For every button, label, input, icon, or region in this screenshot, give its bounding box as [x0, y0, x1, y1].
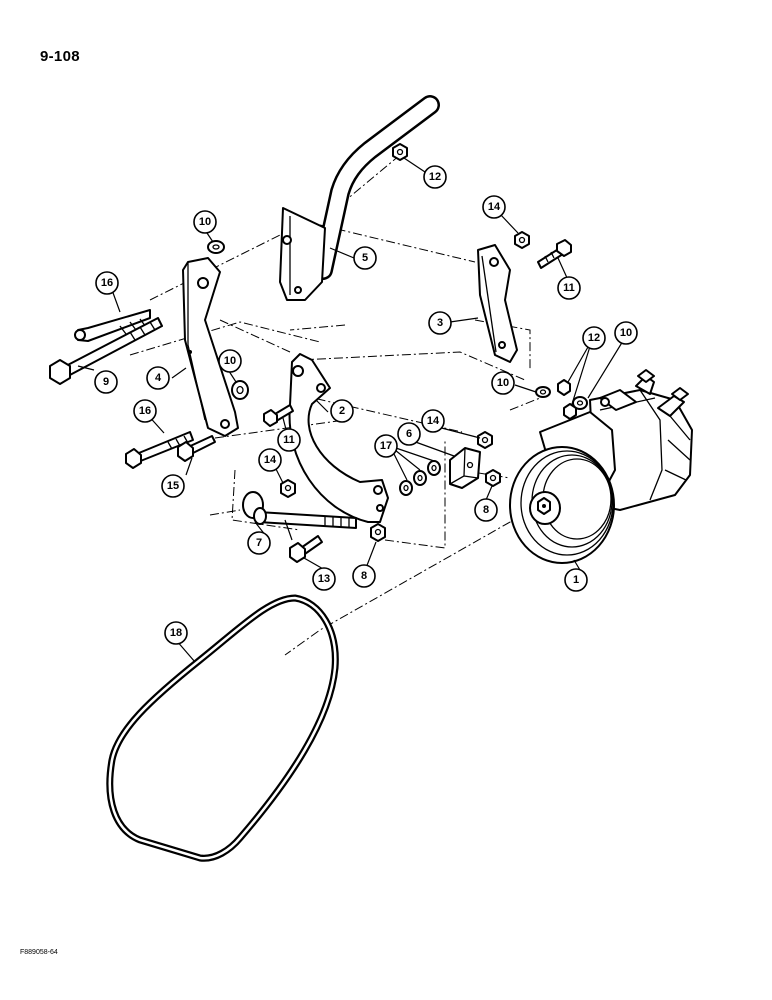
compressor [509, 369, 693, 564]
bent-tube [313, 95, 440, 280]
callout-label: 15 [167, 480, 179, 492]
callout-label: 9 [103, 376, 109, 388]
callout-8-lower: 8 [352, 564, 376, 588]
bolt-9 [49, 317, 163, 385]
callout-6: 6 [397, 422, 421, 446]
washer-10-mid [231, 380, 249, 400]
nut-12-top [392, 143, 408, 161]
washers-17 [399, 460, 441, 496]
bolt-16-upper [74, 309, 151, 342]
figure-code: F889058-64 [20, 949, 58, 956]
callout-16-upper: 16 [95, 271, 119, 295]
callout-label: 10 [199, 216, 211, 228]
nut-8-center [485, 469, 501, 487]
callout-label: 14 [264, 454, 277, 466]
callout-12-right: 12 [582, 326, 606, 350]
callout-label: 5 [362, 252, 368, 264]
callout-label: 18 [170, 627, 182, 639]
callout-14-top: 14 [482, 195, 506, 219]
callout-label: 12 [429, 171, 441, 183]
washer-10-compressor [572, 396, 588, 410]
nut-12-right [557, 379, 577, 420]
nut-14-top-right [514, 231, 530, 249]
washer-10-top [207, 240, 225, 254]
belt [106, 594, 339, 862]
callout-label: 13 [318, 573, 330, 585]
callout-label: 12 [588, 332, 600, 344]
bolt-16-lower [125, 431, 194, 469]
callout-label: 2 [339, 405, 345, 417]
callout-label: 14 [427, 415, 440, 427]
callout-label: 8 [483, 504, 489, 516]
callout-5: 5 [353, 246, 377, 270]
callout-16-lower: 16 [133, 399, 157, 423]
callout-label: 11 [283, 434, 295, 446]
callout-10-right: 10 [491, 371, 515, 395]
callout-9: 9 [94, 370, 118, 394]
bracket-3 [477, 244, 518, 363]
callout-7: 7 [247, 531, 271, 555]
callout-13: 13 [312, 567, 336, 591]
bolt-15 [177, 435, 216, 462]
callout-18: 18 [164, 621, 188, 645]
callout-label: 17 [380, 440, 392, 452]
washer-10-right [535, 386, 551, 398]
callout-label: 4 [155, 372, 162, 384]
nut-8-lower [370, 523, 386, 542]
callout-label: 6 [406, 428, 412, 440]
callout-label: 3 [437, 317, 443, 329]
bracket-4 [182, 257, 239, 437]
bolt-13 [289, 535, 323, 563]
callout-label: 14 [488, 201, 501, 213]
callout-1: 1 [564, 568, 588, 592]
callout-15: 15 [161, 474, 185, 498]
nut-14-center [477, 431, 493, 449]
callout-3: 3 [428, 311, 452, 335]
callout-label: 16 [101, 277, 113, 289]
callout-17: 17 [374, 434, 398, 458]
bracket-2 [288, 353, 389, 523]
callout-label: 10 [620, 327, 632, 339]
callout-10-mid: 10 [218, 349, 242, 373]
bolt-11-right [537, 239, 572, 269]
callout-2: 2 [330, 399, 354, 423]
callout-14-left: 14 [258, 448, 282, 472]
callout-label: 10 [224, 355, 236, 367]
callout-4: 4 [146, 366, 170, 390]
callout-label: 11 [563, 282, 575, 294]
callout-14-center: 14 [421, 409, 445, 433]
callout-11-right: 11 [557, 276, 581, 300]
callout-12-top: 12 [423, 165, 447, 189]
callout-label: 16 [139, 405, 151, 417]
block-6 [449, 447, 481, 489]
callout-label: 7 [256, 537, 262, 549]
upper-bracket [279, 207, 326, 301]
callout-10-top: 10 [193, 210, 217, 234]
bolt-7 [242, 491, 357, 529]
callout-10-compressor: 10 [614, 321, 638, 345]
page-number: 9-108 [40, 48, 80, 65]
callout-8-center: 8 [474, 498, 498, 522]
bolt-11-left [263, 404, 294, 427]
callout-label: 8 [361, 570, 367, 582]
nut-14-left [280, 479, 296, 498]
callout-label: 1 [573, 574, 579, 586]
callout-11-left: 11 [277, 428, 301, 452]
callout-label: 10 [497, 377, 509, 389]
